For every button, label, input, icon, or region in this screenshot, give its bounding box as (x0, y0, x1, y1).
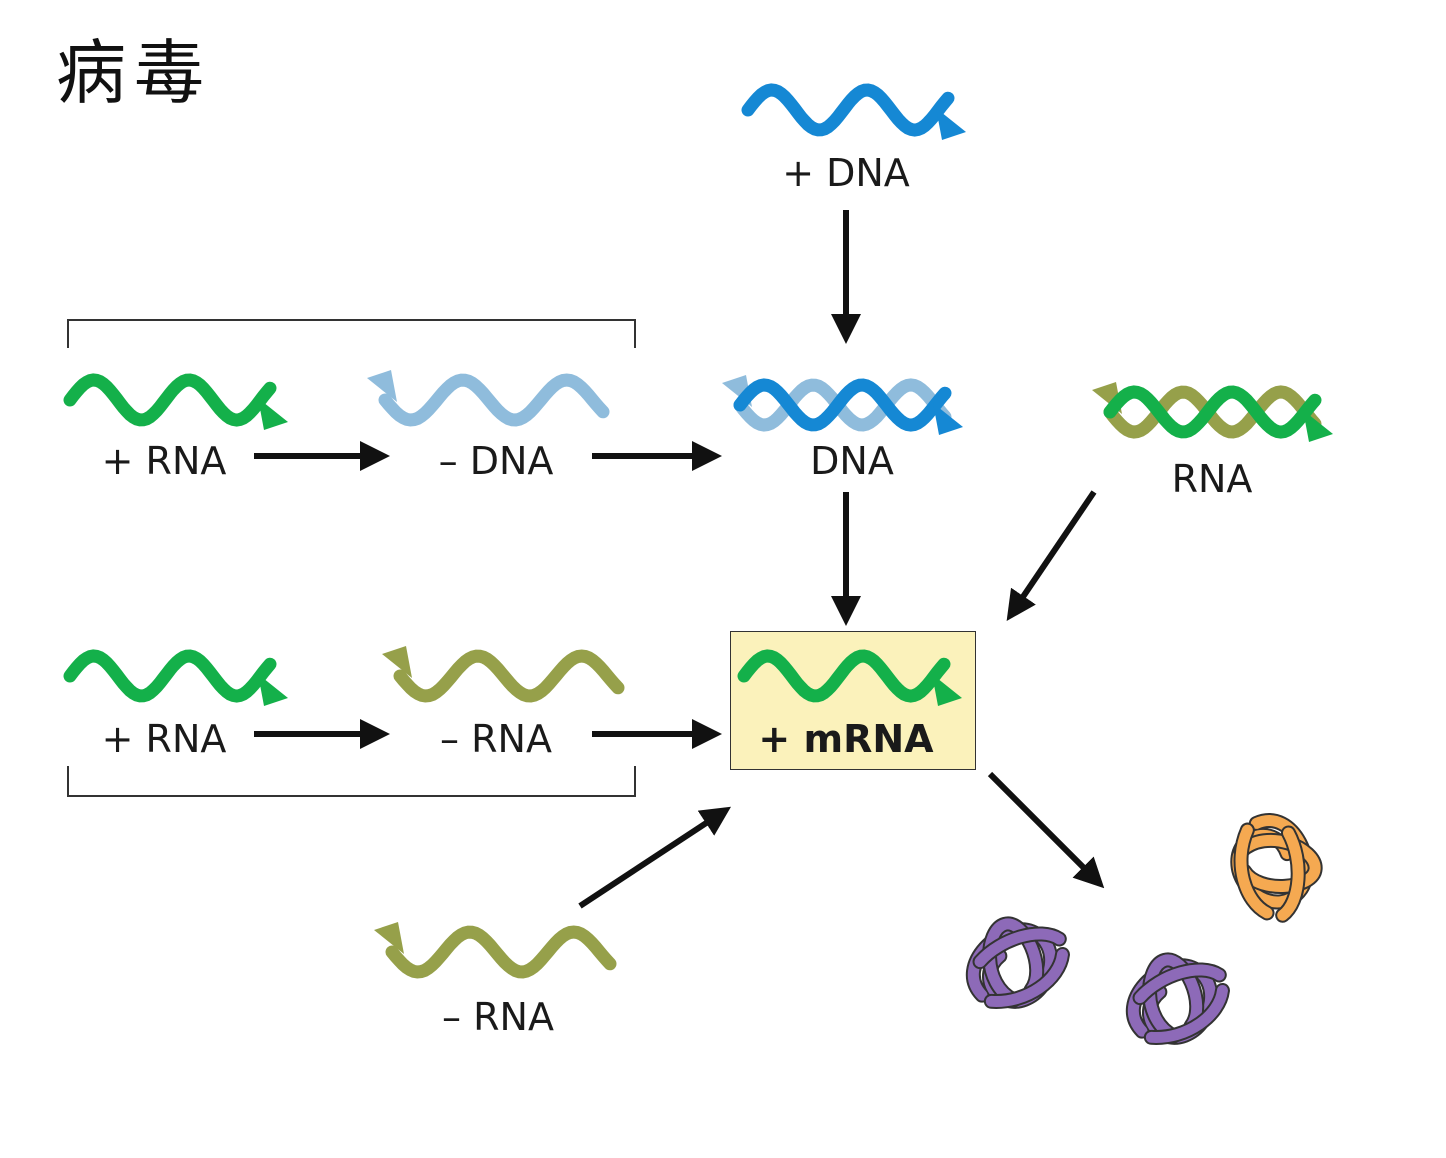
plus-rna-strand-icon (1103, 385, 1333, 442)
minus-rna-strand-icon (374, 922, 617, 979)
strand-arrowhead-icon (382, 646, 412, 678)
strand-arrowhead-icon (933, 403, 963, 435)
arrow-mrna-to-proteins (987, 771, 1105, 889)
arrow-minus-rna-to-mrna (578, 806, 732, 909)
bracket-reverse-transcription (67, 319, 636, 348)
strand-arrowhead-icon (258, 398, 288, 430)
strand-arrowhead-icon (1303, 410, 1333, 442)
strand-arrowhead-icon (367, 370, 397, 402)
arrow-dsrna-to-mrna (1006, 490, 1097, 621)
label-ds-rna: RNA (1171, 457, 1253, 501)
strand-arrowhead-icon (374, 922, 404, 954)
plus-mrna-strand-icon (737, 649, 962, 706)
plus-dna-strand-icon (741, 83, 966, 140)
plus-rna-strand-icon (63, 649, 288, 706)
label-mrna: + mRNA (758, 717, 934, 761)
strand-arrowhead-icon (932, 674, 962, 706)
label-row2-minus-rna: – RNA (440, 717, 552, 761)
folded-protein-icon (1126, 952, 1230, 1045)
plus-dna-strand-icon (733, 378, 963, 435)
strand-arrowhead-icon (258, 674, 288, 706)
label-bottom-minus-rna: – RNA (442, 995, 554, 1039)
label-row1-minus-dna: – DNA (438, 439, 554, 483)
minus-rna-strand-icon (382, 646, 625, 703)
label-row1-plus-rna: + RNA (101, 439, 227, 483)
folded-protein-icon (1230, 813, 1323, 923)
label-row2-plus-rna: + RNA (101, 717, 227, 761)
diagram-title: 病毒 (56, 32, 212, 114)
label-ds-dna: DNA (810, 439, 894, 483)
folded-protein-icon (966, 916, 1070, 1009)
strand-arrowhead-icon (936, 108, 966, 140)
minus-dna-strand-icon (367, 370, 610, 427)
label-plus-dna: + DNA (782, 151, 910, 195)
plus-rna-strand-icon (63, 373, 288, 430)
bracket-rna-replication (67, 766, 636, 797)
